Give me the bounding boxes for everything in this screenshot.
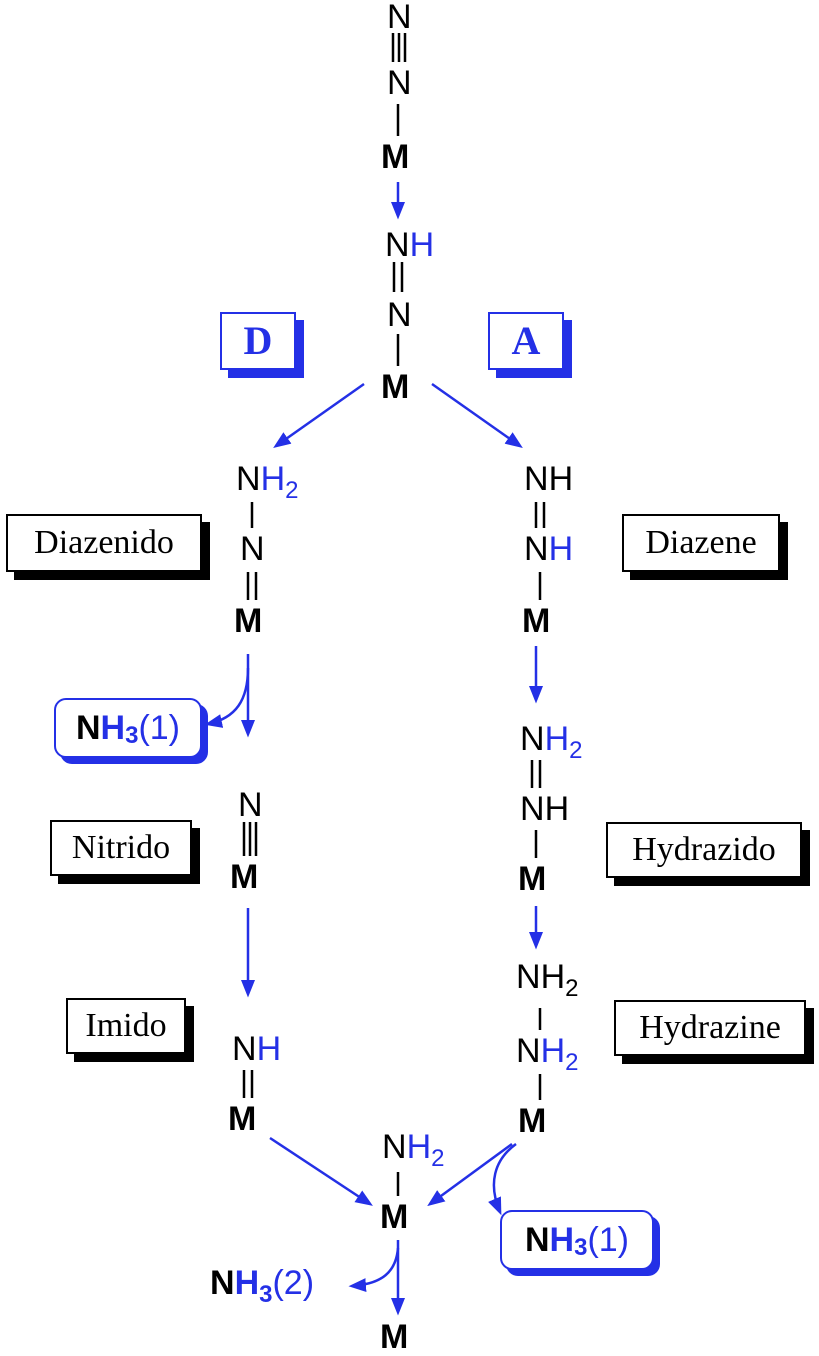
ammonia-count: (1) xyxy=(587,1221,630,1259)
ammonia-h: H xyxy=(234,1264,260,1302)
atom-h: H xyxy=(544,720,570,758)
double-bond xyxy=(530,760,542,788)
arrow-to-alternating xyxy=(431,382,523,449)
label-imido: Imido xyxy=(66,998,186,1054)
ammonia-release-second: NH3(2) xyxy=(210,1264,315,1307)
atom-n: N xyxy=(516,1032,541,1070)
subscript: 2 xyxy=(569,737,583,764)
atom-n: N xyxy=(240,530,265,568)
atom-h: H xyxy=(256,1030,282,1068)
double-bond xyxy=(534,502,546,528)
atom-nh: NH xyxy=(524,532,573,566)
atom-h: H xyxy=(544,790,570,828)
atom-h: H xyxy=(409,226,435,264)
ammonia-sub: 3 xyxy=(259,1281,273,1308)
atom-metal: M xyxy=(381,138,410,176)
atom-h: H xyxy=(540,958,566,996)
label-hydrazido: Hydrazido xyxy=(606,822,802,878)
atom-nh: NH xyxy=(232,1032,281,1066)
subscript: 2 xyxy=(565,975,579,1002)
atom-n: N xyxy=(520,720,545,758)
label-diazenido: Diazenido xyxy=(6,514,202,572)
subscript: 2 xyxy=(431,1145,445,1172)
atom-h: H xyxy=(406,1128,432,1166)
atom-nh2: NH2 xyxy=(236,460,298,503)
atom-n: N xyxy=(382,1128,407,1166)
atom-n: N xyxy=(236,460,261,498)
distal-pathway-badge: D xyxy=(220,312,296,370)
atom-nh2: NH2 xyxy=(520,720,582,763)
atom-h: H xyxy=(260,460,286,498)
atom-nh: NH xyxy=(520,792,569,826)
atom-nh2: NH2 xyxy=(516,1032,578,1075)
arrow-hydrazine-to-amido xyxy=(427,1142,513,1207)
atom-n-proximal: N xyxy=(387,64,412,102)
atom-metal: M xyxy=(381,368,410,406)
atom-metal: M xyxy=(522,602,551,640)
atom-nh: NH xyxy=(524,462,573,496)
atom-n: N xyxy=(385,226,410,264)
atom-n: N xyxy=(238,786,263,824)
atom-n: N xyxy=(524,460,549,498)
triple-bond xyxy=(391,33,407,62)
arrow-imido-to-amido xyxy=(269,1136,373,1206)
ammonia-sub: 3 xyxy=(574,1234,588,1261)
double-bond xyxy=(242,1070,254,1098)
atom-n: N xyxy=(524,530,549,568)
label-hydrazine: Hydrazine xyxy=(614,1000,806,1056)
arrow-release-nh3-right xyxy=(488,1142,517,1216)
atom-nh2: NH2 xyxy=(382,1128,444,1171)
atom-metal: M xyxy=(234,602,263,640)
atom-n: N xyxy=(516,958,541,996)
atom-h: H xyxy=(540,1032,566,1070)
ammonia-n: N xyxy=(75,709,101,747)
ammonia-count: (2) xyxy=(272,1264,315,1302)
atom-metal: M xyxy=(230,858,259,896)
atom-metal: M xyxy=(518,860,547,898)
subscript: 2 xyxy=(285,477,299,504)
atom-metal: M xyxy=(228,1100,257,1138)
subscript: 2 xyxy=(565,1049,579,1076)
arrow-release-nh3-left xyxy=(204,667,250,728)
atom-n-proximal: N xyxy=(387,296,412,334)
atom-metal: M xyxy=(518,1102,547,1140)
ammonia-h: H xyxy=(100,709,126,747)
ammonia-n: N xyxy=(210,1264,235,1302)
arrow-release-nh3-final xyxy=(348,1247,400,1293)
double-bond xyxy=(392,262,404,292)
atom-n: N xyxy=(232,1030,257,1068)
triple-bond xyxy=(242,822,258,856)
label-diazene: Diazene xyxy=(622,514,780,572)
alternating-pathway-badge: A xyxy=(488,312,564,370)
arrow-to-distal xyxy=(273,382,365,449)
ammonia-n: N xyxy=(524,1221,550,1259)
double-bond xyxy=(246,572,258,600)
ammonia-count: (1) xyxy=(138,709,181,747)
atom-metal-final: M xyxy=(380,1318,409,1356)
ammonia-sub: 3 xyxy=(125,722,139,749)
atom-n-terminal: N xyxy=(387,0,412,36)
ammonia-h: H xyxy=(549,1221,575,1259)
atom-nh: NH xyxy=(385,228,434,262)
atom-nh2: NH2 xyxy=(516,958,578,1001)
atom-h: H xyxy=(548,460,574,498)
atom-metal: M xyxy=(380,1198,409,1236)
atom-n: N xyxy=(520,790,545,828)
atom-h: H xyxy=(548,530,574,568)
label-nitrido: Nitrido xyxy=(50,820,192,876)
